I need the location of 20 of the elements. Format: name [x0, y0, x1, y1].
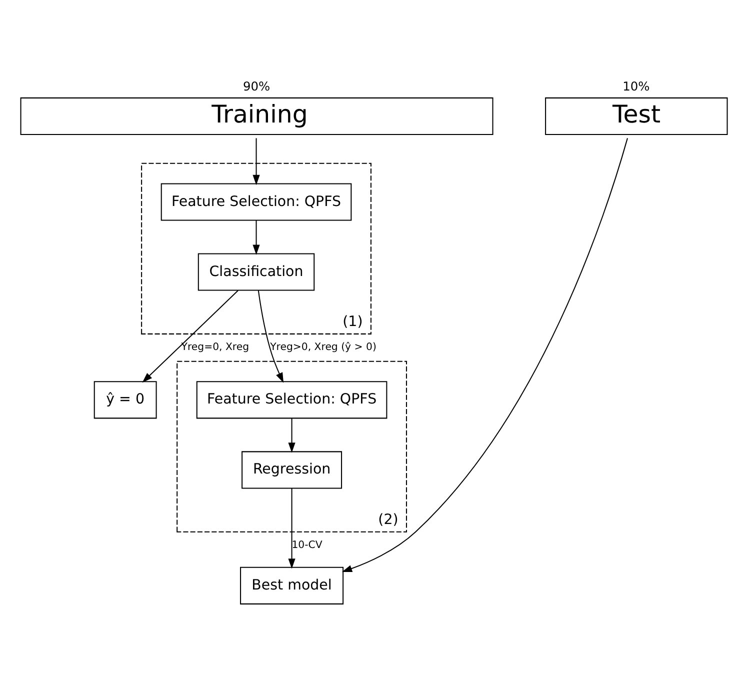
edge-label: 10-CV — [292, 540, 322, 551]
edge-label: Yreg=0, Xreg — [181, 342, 250, 353]
node-box: ŷ = 0 — [94, 380, 157, 418]
edge-label: Yreg>0, Xreg (ŷ > 0) — [270, 342, 376, 353]
arrow — [252, 138, 260, 185]
node-box: Training — [20, 96, 494, 134]
node-box: Best model — [240, 566, 344, 604]
node-label: 10% — [622, 78, 650, 93]
arrow — [288, 418, 296, 452]
node-box: Regression — [242, 450, 342, 488]
node-box: Feature Selection: QPFS — [196, 380, 388, 418]
node-box: Feature Selection: QPFS — [160, 182, 352, 220]
node-box: Test — [545, 96, 728, 134]
arrow — [342, 138, 628, 572]
arrow — [258, 290, 284, 382]
arrow — [142, 290, 238, 382]
arrow — [252, 220, 260, 254]
node-box: Classification — [198, 252, 315, 290]
arrow — [288, 488, 296, 568]
node-label: 90% — [243, 78, 270, 93]
